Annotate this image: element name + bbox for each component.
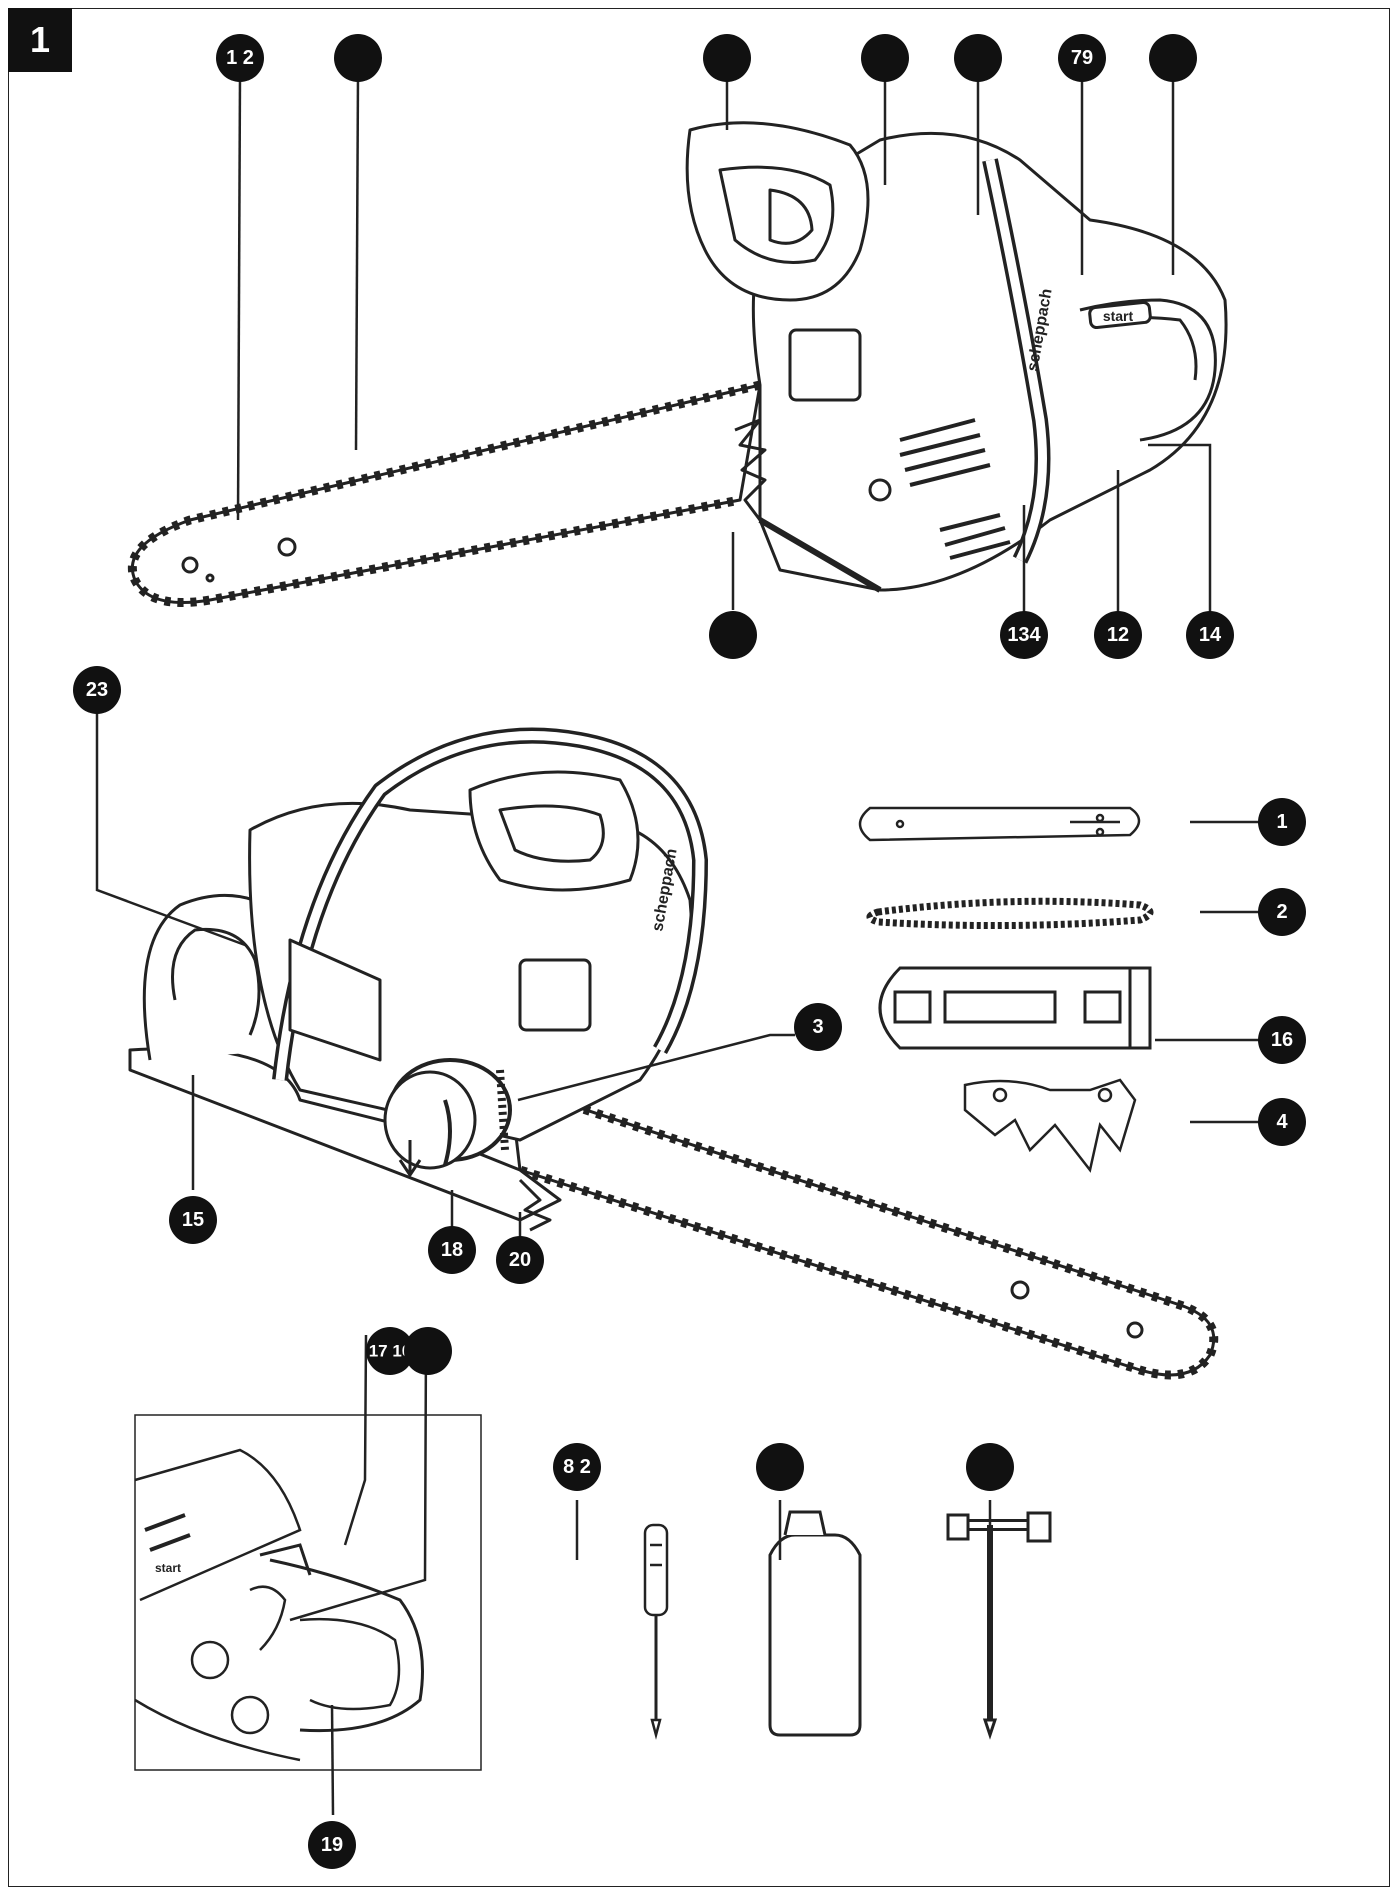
callout-circle: [1258, 1098, 1306, 1146]
callout-13: 1: [1258, 798, 1306, 846]
figure-page: [8, 8, 1390, 1887]
figure-number: 1: [8, 8, 72, 72]
callout-20: 20: [496, 1236, 544, 1284]
callout-circle: [169, 1196, 217, 1244]
callout-circle: [1258, 798, 1306, 846]
callout-8: [709, 611, 757, 659]
callout-circle: [703, 34, 751, 82]
chainsaw-top-view: start scheppach: [127, 121, 1228, 607]
callout-circle: [553, 1443, 601, 1491]
callout-circle: [861, 34, 909, 82]
tool-screwdriver: [643, 1523, 669, 1740]
callout-label: 20: [509, 1249, 531, 1271]
callout-24: [756, 1443, 804, 1491]
callout-21: 17 10: [366, 1327, 414, 1375]
callout-label: 8 2: [563, 1456, 591, 1478]
callout-circle: [1000, 611, 1048, 659]
callout-label: 134: [1007, 624, 1041, 646]
callout-circle: [404, 1327, 452, 1375]
accessory-depth-gauge-tool: [963, 1078, 1137, 1173]
callout-label: 79: [1071, 47, 1093, 69]
inset-rear-handle-detail: start: [134, 1414, 482, 1771]
saw-body-top: start scheppach: [685, 121, 1228, 593]
callout-circle: [1149, 34, 1197, 82]
callout-10: 12: [1094, 611, 1142, 659]
callout-1: 1 2: [216, 34, 264, 82]
callout-label: 12: [1107, 624, 1129, 646]
callout-label: 15: [182, 1209, 204, 1231]
callout-7: [1149, 34, 1197, 82]
accessory-saw-chain: [866, 897, 1154, 930]
callout-label: 14: [1199, 624, 1222, 646]
callout-6: 79: [1058, 34, 1106, 82]
callout-circle: [1258, 888, 1306, 936]
callout-circle: [334, 34, 382, 82]
callout-circle: [308, 1821, 356, 1869]
callout-label: 23: [86, 679, 108, 701]
callout-circle: [73, 666, 121, 714]
guide-bar-bottom: [508, 1080, 1219, 1380]
top-handle-start-text: start: [1103, 308, 1134, 324]
callout-circle: [709, 611, 757, 659]
callout-label: 1: [1276, 811, 1287, 833]
callout-22: [404, 1327, 452, 1375]
callout-label: 18: [441, 1239, 463, 1261]
callout-19: 18: [428, 1226, 476, 1274]
callout-2: [334, 34, 382, 82]
callout-circle: [428, 1226, 476, 1274]
callout-23: 8 2: [553, 1443, 601, 1491]
callout-4: [861, 34, 909, 82]
callout-circle: [756, 1443, 804, 1491]
callout-5: [954, 34, 1002, 82]
saw-body-bottom: scheppach: [128, 727, 708, 1232]
leader-lines: [95, 74, 1265, 1816]
callout-15: 3: [794, 1003, 842, 1051]
callout-label: 17 10: [369, 1342, 412, 1361]
callout-18: 15: [169, 1196, 217, 1244]
callout-12: 23: [73, 666, 121, 714]
tool-combination-wrench: [946, 1511, 1052, 1740]
callout-circle: [966, 1443, 1014, 1491]
accessory-guide-bar: [858, 806, 1141, 842]
accessory-bar-cover: [878, 966, 1152, 1050]
callout-circle: [366, 1327, 414, 1375]
callout-11: 14: [1186, 611, 1234, 659]
callout-circle: [1186, 611, 1234, 659]
callout-9: 134: [1000, 611, 1048, 659]
callout-circle: [1058, 34, 1106, 82]
callout-26: 19: [308, 1821, 356, 1869]
callout-circle: [216, 34, 264, 82]
callout-25: [966, 1443, 1014, 1491]
chainsaw-side-view: scheppach: [128, 727, 1219, 1380]
callout-label: 4: [1276, 1111, 1288, 1133]
callout-circle: [954, 34, 1002, 82]
callout-circle: [794, 1003, 842, 1051]
callout-circle: [1258, 1016, 1306, 1064]
callout-circle: [1094, 611, 1142, 659]
callout-3: [703, 34, 751, 82]
callout-label: 1 2: [226, 47, 254, 69]
callout-14: 2: [1258, 888, 1306, 936]
inset-start-text: start: [155, 1561, 181, 1575]
callout-label: 3: [812, 1016, 823, 1038]
callout-16: 16: [1258, 1016, 1306, 1064]
guide-bar-top: [127, 380, 762, 607]
callout-label: 2: [1276, 901, 1287, 923]
callout-label: 16: [1271, 1029, 1293, 1051]
callout-circle: [496, 1236, 544, 1284]
callout-label: 19: [321, 1834, 343, 1856]
callout-17: 4: [1258, 1098, 1306, 1146]
tool-oil-bottle: [768, 1510, 862, 1737]
